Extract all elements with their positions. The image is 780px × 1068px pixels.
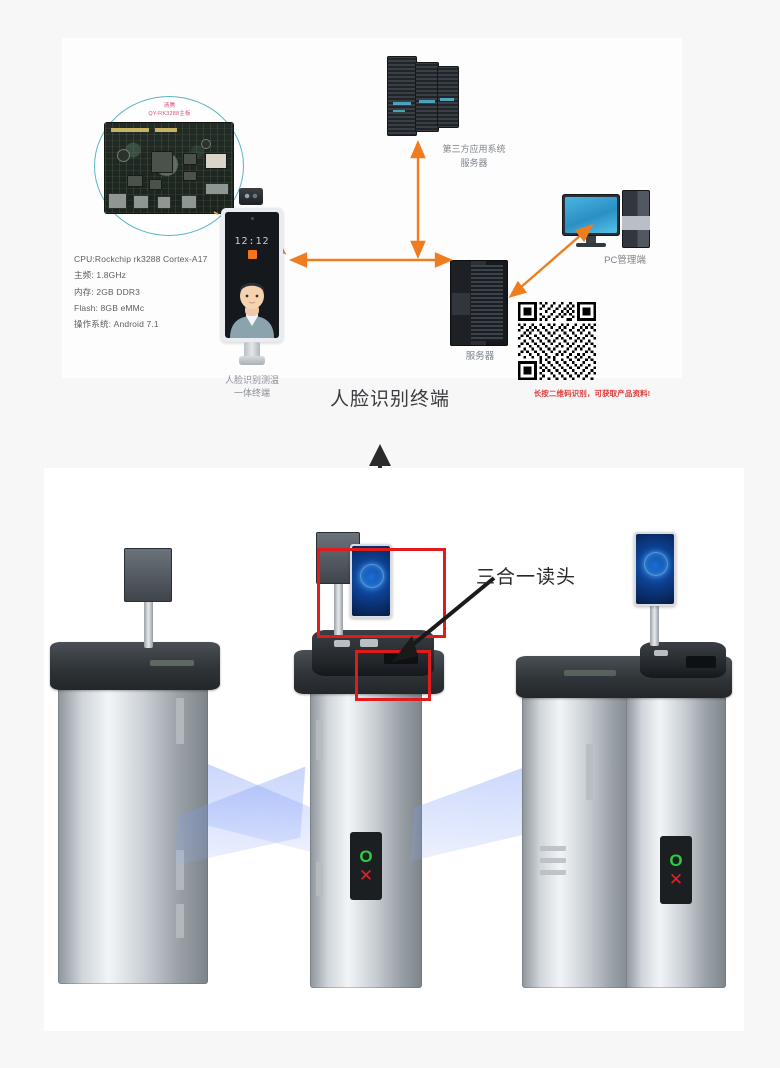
- page-title: 人脸识别终端: [329, 389, 450, 410]
- reader-annotation-arrow: [392, 576, 496, 662]
- architecture-diagram: 清腾 QY-RK3288主板: [62, 38, 682, 398]
- gate-right-cabinet-near: O ✕: [626, 678, 726, 988]
- pc-management-label: PC管理端: [604, 255, 646, 266]
- gate-right-face-panel: [634, 532, 676, 606]
- spec-item: Flash: 8GB eMMc: [74, 302, 145, 313]
- terminal-body: 12:12: [221, 208, 283, 342]
- gate-center-cabinet: O ✕: [310, 676, 422, 988]
- gate-left-cabinet: [58, 668, 208, 984]
- terminal-stand: [244, 342, 260, 358]
- pcb-board-image: [105, 123, 233, 213]
- terminal-screen: 12:12: [225, 212, 279, 338]
- highlight-box-face-terminal: [317, 548, 446, 638]
- speed-gate-left: [50, 548, 258, 984]
- qr-code-matrix: [518, 302, 596, 380]
- main-server-label: 服务器: [465, 351, 495, 362]
- stop-indicator-icon: ✕: [668, 870, 684, 889]
- rack-body: [450, 260, 508, 346]
- qr-code: [518, 302, 596, 380]
- architecture-diagram-card: 清腾 QY-RK3288主板: [62, 38, 682, 398]
- rack-vents: [470, 265, 504, 341]
- third-party-server-label-line2: 服务器: [460, 157, 488, 168]
- third-party-server-label: 第三方应用系统 服务器: [399, 143, 549, 170]
- face-recognition-terminal: 12:12: [217, 188, 287, 398]
- gate-right-cabinet-far: [522, 686, 634, 988]
- temperature-measure-marker: [248, 250, 257, 259]
- speed-gate-right: O ✕: [522, 532, 742, 988]
- thermal-camera-icon: [239, 188, 263, 205]
- pcb-brand-text: 清腾: [163, 103, 176, 109]
- reader-annotation-label: 三合一读头: [476, 567, 577, 588]
- third-party-server-label-line1: 第三方应用系统: [442, 144, 506, 154]
- pcb-callout-title: 清腾 QY-RK3288主板: [112, 102, 227, 119]
- gate-center-face-screen: [352, 546, 390, 616]
- front-camera-icon: [250, 217, 254, 220]
- pass-indicator-icon: O: [359, 847, 373, 866]
- pass-indicator-icon: O: [669, 851, 683, 870]
- gate-right-face-screen: [636, 534, 674, 604]
- speed-gate-scene: O ✕: [44, 468, 744, 1031]
- third-party-server-stack: 第三方应用系统 服务器: [387, 50, 506, 168]
- highlight-box-reader: [355, 650, 431, 701]
- gate-center-face-panel: [350, 544, 392, 618]
- spec-item: CPU:Rockchip rk3288 Cortex-A17: [74, 254, 208, 264]
- gate-left-top-panel: [50, 642, 220, 690]
- terminal-label-line2: 一体终端: [233, 388, 270, 399]
- gate-center-pole: [334, 576, 343, 638]
- terminal-clock: 12:12: [234, 236, 270, 247]
- terminal-label: 人脸识别测温 一体终端: [195, 374, 309, 400]
- terminal-label-line1: 人脸识别测温: [224, 375, 279, 385]
- pc-tower-panel: [622, 216, 650, 230]
- terminal-base: [239, 356, 265, 365]
- pc-management-client: PC管理端: [562, 190, 652, 266]
- monitor-icon: [562, 194, 620, 236]
- avatar-icon: [230, 283, 274, 338]
- qr-code-note: 长按二维码识别，可获取产品资料!: [533, 389, 651, 398]
- spec-item: 内存: 2GB DDR3: [74, 286, 141, 297]
- three-in-one-reader-right: [640, 642, 726, 678]
- spec-item: 主频: 1.8GHz: [74, 270, 127, 281]
- main-server-rack: 服务器: [450, 260, 508, 362]
- stop-indicator-icon: ✕: [358, 866, 374, 885]
- gate-left-pole: [144, 586, 153, 648]
- monitor-foot: [576, 243, 606, 247]
- pcb-model-text: QY-RK3288主板: [148, 111, 191, 118]
- speed-gate-photo-card: O ✕: [44, 468, 744, 1031]
- rack-panel: [452, 292, 470, 316]
- gate-right-indicator: O ✕: [660, 836, 692, 904]
- device-spec-list: CPU:Rockchip rk3288 Cortex-A17 主频: 1.8GH…: [74, 251, 207, 333]
- spec-item: 操作系统: Android 7.1: [74, 319, 159, 330]
- gate-center-indicator: O ✕: [350, 832, 382, 900]
- speed-gate-center: O ✕: [270, 532, 500, 988]
- gate-right-pole: [650, 584, 659, 646]
- gate-left-monitor: [124, 548, 172, 602]
